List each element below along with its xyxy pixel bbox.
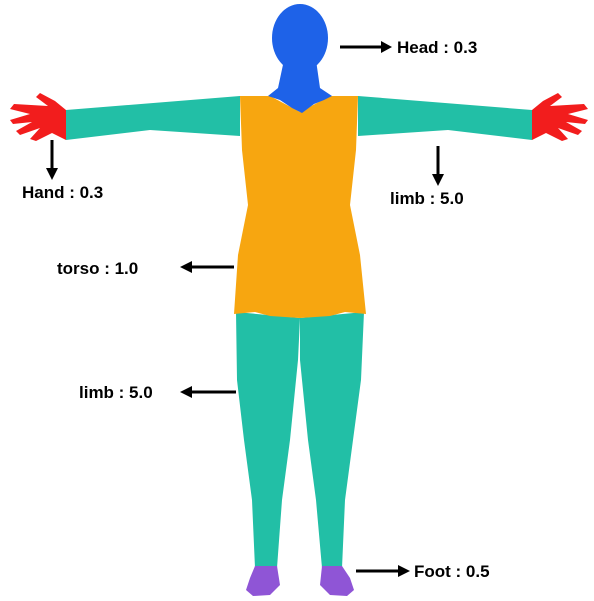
- head-shape: [272, 4, 328, 72]
- arrowhead-arm-limb: [432, 174, 444, 186]
- right-leg: [300, 312, 364, 568]
- right-foot: [320, 566, 354, 596]
- legs: [236, 312, 364, 568]
- foot-weight-label: Foot : 0.5: [414, 562, 490, 582]
- torso-weight-label: torso : 1.0: [57, 259, 138, 279]
- feet: [246, 566, 354, 596]
- right-hand: [532, 93, 588, 141]
- head-weight-label: Head : 0.3: [397, 38, 477, 58]
- arrowhead-torso: [180, 261, 192, 273]
- left-hand: [10, 93, 66, 141]
- left-arm: [66, 96, 240, 140]
- right-arm: [358, 96, 532, 140]
- head: [268, 4, 332, 113]
- leg-limb-weight-label: limb : 5.0: [79, 383, 153, 403]
- hand-weight-label: Hand : 0.3: [22, 183, 103, 203]
- arrowhead-foot: [398, 565, 410, 577]
- arm-limb-weight-label: limb : 5.0: [390, 189, 464, 209]
- torso: [234, 96, 366, 318]
- arrowhead-hand: [46, 168, 58, 180]
- arrowhead-leg-limb: [180, 386, 192, 398]
- arrowhead-head: [381, 41, 392, 53]
- left-leg: [236, 312, 300, 568]
- left-foot: [246, 566, 280, 596]
